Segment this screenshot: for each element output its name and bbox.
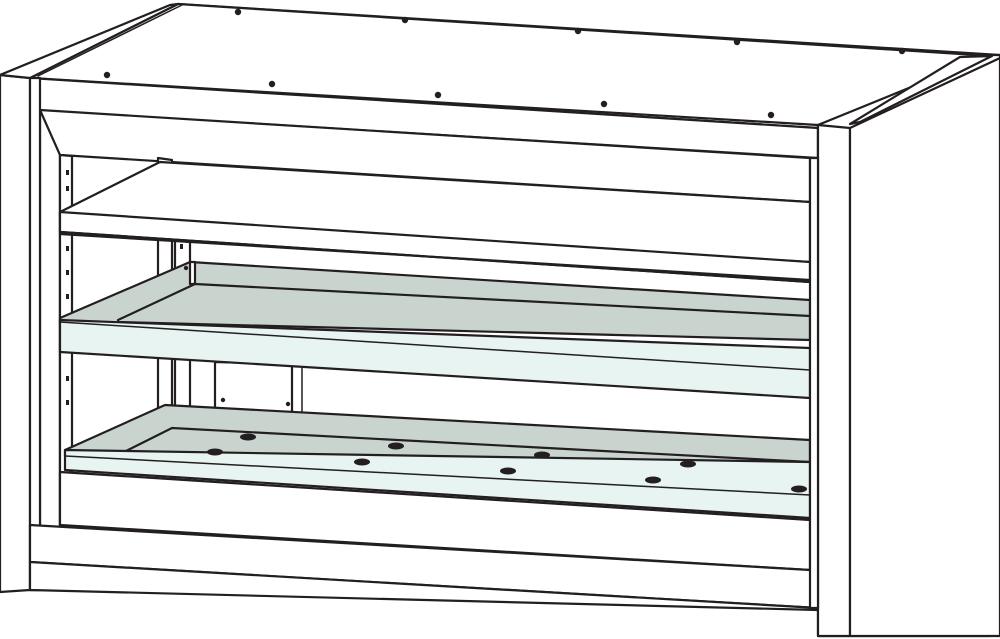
bottom-tray <box>63 403 812 520</box>
right-side-panel <box>816 53 1000 638</box>
top-mounting-holes <box>103 8 906 119</box>
middle-tray <box>58 260 812 400</box>
right-inner-edge <box>808 156 820 610</box>
tray-drain-holes <box>207 433 807 493</box>
upper-shelf <box>58 160 812 284</box>
